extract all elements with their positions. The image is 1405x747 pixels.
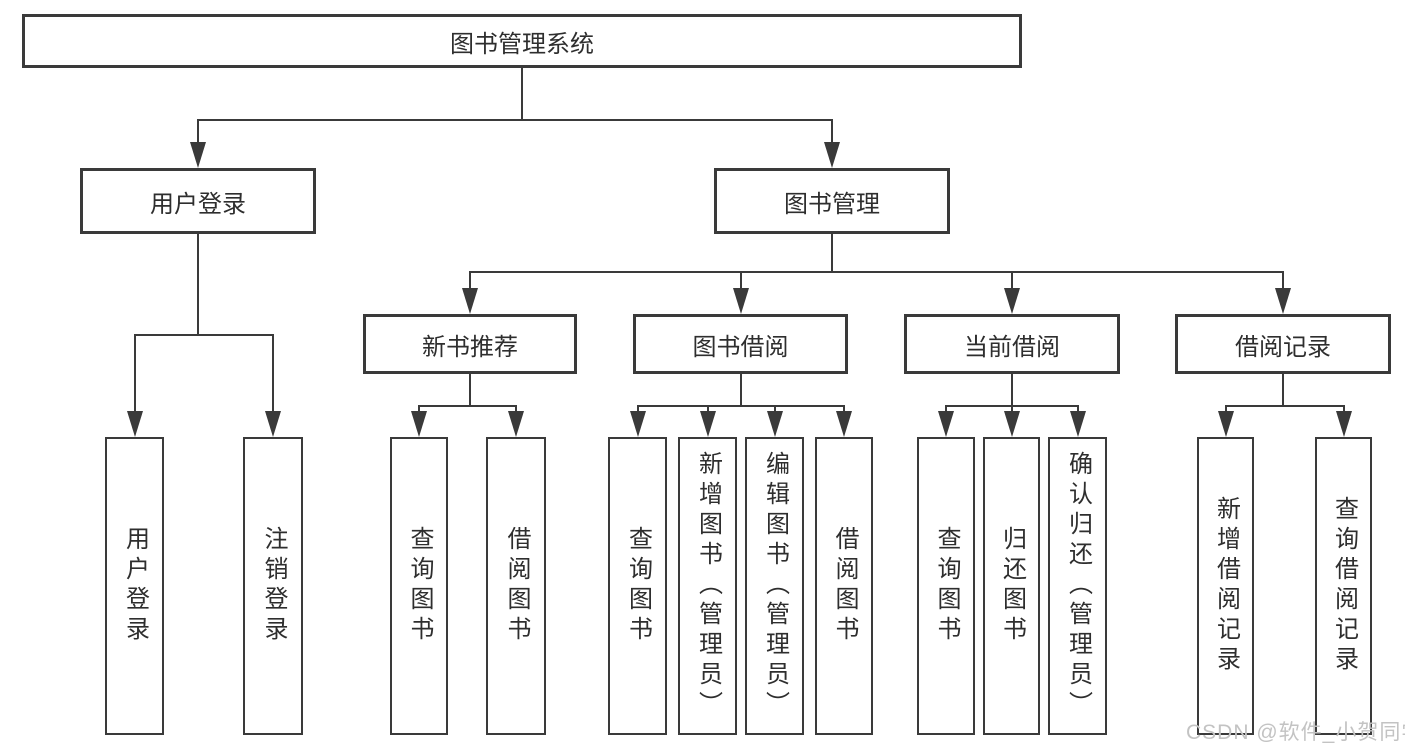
node-leaf-borrow-1: 借阅图书 xyxy=(486,437,546,735)
node-label: 当前借阅 xyxy=(964,333,1060,361)
csdn-watermark: CSDN @软件_小贺同学 xyxy=(1186,721,1405,744)
node-leaf-query-3: 查询图书 xyxy=(917,437,975,735)
node-label: 新增图书（管理员） xyxy=(694,451,722,721)
arrowhead-down-icon xyxy=(836,411,852,437)
edge-trunk xyxy=(1282,374,1284,406)
node-leaf-query-2: 查询图书 xyxy=(608,437,667,735)
node-leaf-add-rec: 新增借阅记录 xyxy=(1197,437,1254,735)
node-label: 查询图书 xyxy=(624,526,652,646)
node-borrow-record: 借阅记录 xyxy=(1175,314,1391,374)
node-root: 图书管理系统 xyxy=(22,14,1022,68)
arrowhead-down-icon xyxy=(824,142,840,168)
node-label: 查询图书 xyxy=(933,526,960,646)
edge-bus xyxy=(636,405,845,407)
edge-bus xyxy=(1224,405,1345,407)
arrowhead-down-icon xyxy=(732,288,749,314)
node-label: 新增借阅记录 xyxy=(1212,496,1240,676)
edge-drop xyxy=(739,272,742,288)
node-label: 编辑图书（管理员） xyxy=(761,451,789,721)
edge-drop xyxy=(1282,272,1284,288)
node-leaf-confirm: 确认归还（管理员） xyxy=(1048,437,1107,735)
node-label: 借阅图书 xyxy=(503,526,530,646)
arrowhead-down-icon xyxy=(1004,288,1020,314)
node-label: 借阅图书 xyxy=(831,526,858,646)
edge-trunk xyxy=(739,374,742,406)
node-current-borrow: 当前借阅 xyxy=(904,314,1120,374)
node-leaf-return: 归还图书 xyxy=(983,437,1040,735)
arrowhead-down-icon xyxy=(1275,288,1291,314)
node-label: 归还图书 xyxy=(998,526,1026,646)
edge-drop xyxy=(1011,272,1013,288)
edge-drop xyxy=(636,406,639,411)
edge-trunk xyxy=(521,68,523,120)
edge-drop xyxy=(515,406,517,411)
edge-drop xyxy=(831,120,833,142)
node-leaf-user-login: 用户登录 xyxy=(105,437,164,735)
node-user-login: 用户登录 xyxy=(80,168,316,234)
edge-drop xyxy=(197,120,199,142)
node-label: 图书借阅 xyxy=(692,333,789,361)
node-label: 新书推荐 xyxy=(422,333,518,361)
edge-drop xyxy=(418,406,420,411)
node-leaf-edit-book: 编辑图书（管理员） xyxy=(745,437,804,735)
node-label: 查询图书 xyxy=(406,526,433,646)
arrowhead-down-icon xyxy=(265,411,281,437)
arrowhead-down-icon xyxy=(699,411,716,437)
edge-drop xyxy=(1224,406,1227,411)
arrowhead-down-icon xyxy=(126,411,143,437)
node-new-book: 新书推荐 xyxy=(363,314,577,374)
arrowhead-down-icon xyxy=(1069,411,1086,437)
edge-drop xyxy=(773,406,776,411)
node-label: 用户登录 xyxy=(121,526,149,646)
arrowhead-down-icon xyxy=(1003,411,1020,437)
node-label: 用户登录 xyxy=(150,190,246,218)
arrowhead-down-icon xyxy=(1335,411,1352,437)
node-book-borrow: 图书借阅 xyxy=(633,314,848,374)
edge-drop xyxy=(1010,406,1013,411)
arrowhead-down-icon xyxy=(411,411,427,437)
node-label: 图书管理 xyxy=(784,190,880,218)
node-label: 注销登录 xyxy=(260,526,287,646)
edge-trunk xyxy=(197,234,199,335)
node-leaf-logout: 注销登录 xyxy=(243,437,303,735)
edge-drop xyxy=(1076,406,1079,411)
node-leaf-query-1: 查询图书 xyxy=(390,437,448,735)
edge-trunk xyxy=(831,234,833,272)
node-book-mgmt: 图书管理 xyxy=(714,168,950,234)
edge-bus xyxy=(133,334,274,336)
arrowhead-down-icon xyxy=(508,411,524,437)
edge-bus xyxy=(197,119,833,121)
arrowhead-down-icon xyxy=(629,411,646,437)
edge-drop xyxy=(843,406,845,411)
edge-drop xyxy=(469,272,471,288)
edge-bus xyxy=(469,271,1284,273)
node-leaf-query-rec: 查询借阅记录 xyxy=(1315,437,1372,735)
edge-drop xyxy=(272,335,274,411)
node-label: 图书管理系统 xyxy=(450,30,594,58)
arrowhead-down-icon xyxy=(938,411,954,437)
node-leaf-add-book: 新增图书（管理员） xyxy=(678,437,737,735)
node-label: 借阅记录 xyxy=(1235,333,1331,361)
node-label: 查询借阅记录 xyxy=(1330,496,1358,676)
node-label: 确认归还（管理员） xyxy=(1064,451,1092,721)
edge-drop xyxy=(1342,406,1345,411)
arrowhead-down-icon xyxy=(766,411,783,437)
arrowhead-down-icon xyxy=(190,142,206,168)
edge-drop xyxy=(133,335,136,411)
edge-drop xyxy=(706,406,709,411)
edge-trunk xyxy=(469,374,471,406)
edge-drop xyxy=(945,406,947,411)
edge-trunk xyxy=(1011,374,1013,406)
edge-bus xyxy=(418,405,517,407)
arrowhead-down-icon xyxy=(462,288,478,314)
node-leaf-borrow-2: 借阅图书 xyxy=(815,437,873,735)
arrowhead-down-icon xyxy=(1217,411,1234,437)
